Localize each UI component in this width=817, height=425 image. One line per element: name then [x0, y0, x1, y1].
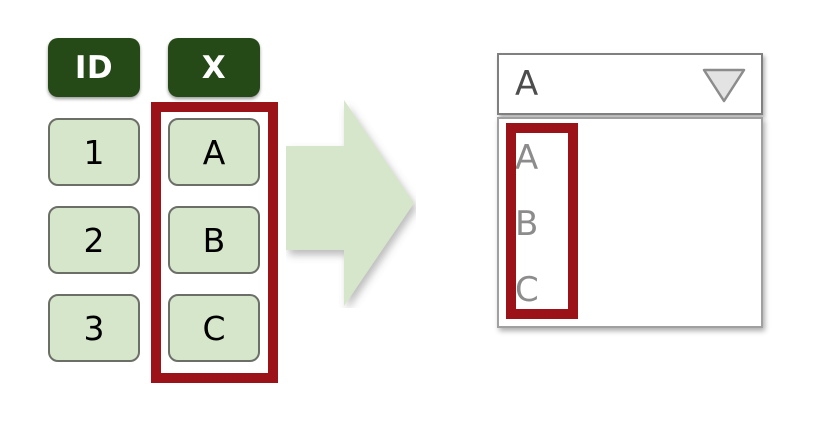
highlight-box-source-column — [151, 102, 278, 383]
dropdown-selected-value: A — [515, 64, 539, 104]
right-arrow-icon — [286, 98, 416, 308]
dropdown-option-b[interactable]: B — [515, 204, 539, 244]
dropdown-combobox[interactable]: A — [497, 53, 763, 115]
table-cell-x-b: B — [168, 206, 260, 274]
highlight-box-dropdown-options — [506, 123, 578, 319]
dropdown-option-a[interactable]: A — [515, 138, 539, 178]
dropdown-list-panel[interactable]: A B C — [497, 117, 763, 328]
chevron-down-icon[interactable] — [701, 64, 747, 104]
table-cell-id-3: 3 — [48, 294, 140, 362]
table-cell-x-a: A — [168, 118, 260, 186]
dropdown-option-c[interactable]: C — [515, 270, 539, 310]
table-cell-x-c: C — [168, 294, 260, 362]
triangle-shape — [702, 68, 746, 103]
right-arrow-shape — [286, 100, 414, 306]
table-cell-id-1: 1 — [48, 118, 140, 186]
chevron-down-glyph — [702, 68, 746, 103]
table-cell-id-2: 2 — [48, 206, 140, 274]
arrow-polygon — [286, 100, 414, 306]
table-header-id: ID — [48, 38, 140, 97]
table-header-x: X — [168, 38, 260, 97]
